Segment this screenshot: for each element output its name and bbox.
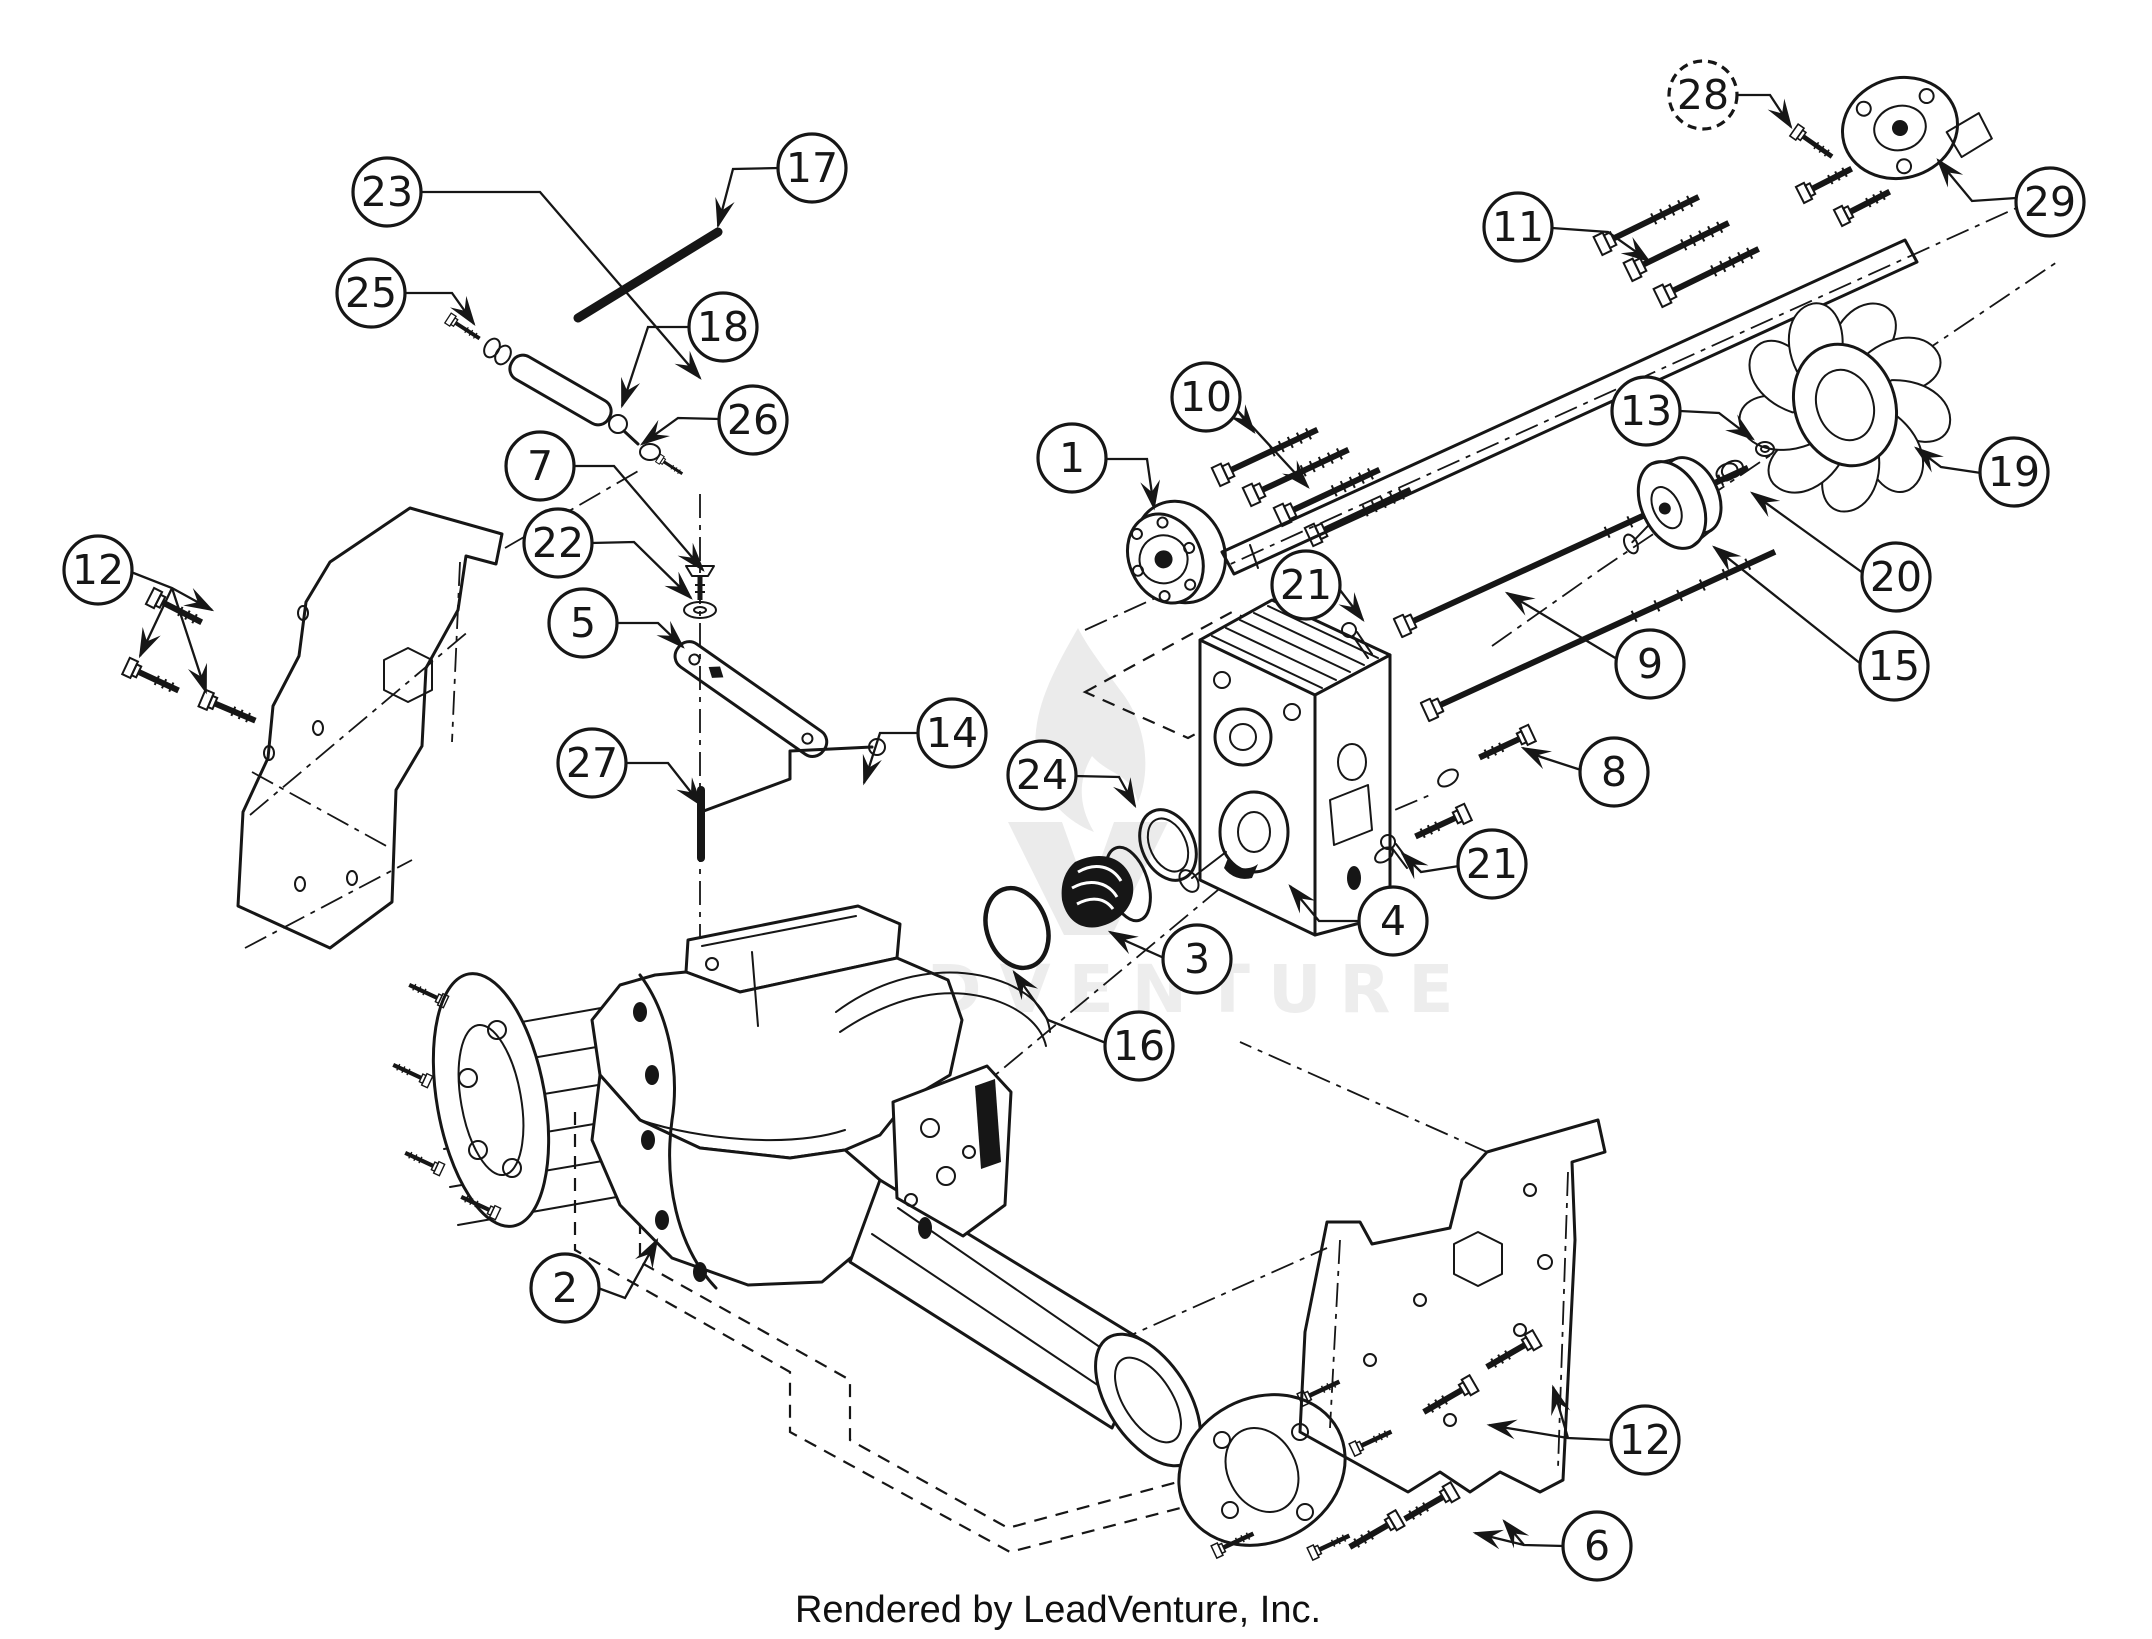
callout-balloon-12: 12 (1609, 1404, 1681, 1476)
washer-13 (1755, 441, 1775, 457)
pump-shaft (1220, 238, 1919, 576)
link-tube-23 (442, 311, 613, 427)
end-cap-screw-28 (1790, 124, 1836, 162)
svg-text:4: 4 (1380, 897, 1406, 945)
svg-text:3: 3 (1184, 935, 1210, 983)
pump-mounting-plate (891, 1064, 1013, 1239)
callout-balloon-12: 12 (62, 534, 134, 606)
svg-text:20: 20 (1870, 553, 1922, 601)
left-hub-flange (391, 972, 551, 1228)
axle-tube (848, 1178, 1152, 1430)
callout-balloon-6: 6 (1561, 1510, 1633, 1582)
svg-text:21: 21 (1280, 561, 1332, 609)
callout-balloon-19: 19 (1978, 436, 2050, 508)
svg-text:24: 24 (1016, 751, 1068, 799)
svg-text:12: 12 (72, 546, 124, 594)
svg-text:6: 6 (1584, 1522, 1610, 1570)
svg-text:28: 28 (1677, 71, 1729, 119)
callout-balloon-7: 7 (504, 430, 576, 502)
callout-balloon-14: 14 (916, 697, 988, 769)
cooling-fan-19 (1738, 302, 1952, 513)
callout-balloon-4: 4 (1357, 885, 1429, 957)
svg-text:13: 13 (1620, 387, 1672, 435)
shaft-bolts-11 (1594, 161, 1894, 307)
strap-plate-5 (673, 640, 829, 758)
svg-text:5: 5 (570, 599, 596, 647)
end-cap-29 (1790, 75, 1993, 181)
svg-text:16: 16 (1113, 1022, 1165, 1070)
callout-balloon-11: 11 (1482, 191, 1554, 263)
left-mounting-bracket (236, 506, 504, 950)
callout-balloon-29: 29 (2014, 166, 2086, 238)
svg-text:19: 19 (1988, 448, 2040, 496)
svg-text:27: 27 (566, 739, 618, 787)
bottom-screws-6 (1345, 1482, 1459, 1555)
svg-text:12: 12 (1619, 1416, 1671, 1464)
svg-text:7: 7 (527, 442, 553, 490)
callout-balloon-10: 10 (1170, 361, 1242, 433)
callout-balloon-18: 18 (687, 291, 759, 363)
callout-balloon-22: 22 (522, 507, 594, 579)
callout-balloon-1: 1 (1036, 422, 1108, 494)
callout-balloon-28: 28 (1667, 59, 1739, 131)
svg-text:14: 14 (926, 709, 978, 757)
transaxle-assembly (391, 904, 1395, 1574)
svg-text:11: 11 (1492, 203, 1544, 251)
svg-text:23: 23 (361, 168, 413, 216)
right-mounting-bracket (1298, 1118, 1607, 1494)
callout-balloon-16: 16 (1103, 1010, 1175, 1082)
fitting-25 (442, 311, 485, 346)
pulley-15 (1622, 456, 1723, 555)
svg-text:26: 26 (727, 396, 779, 444)
callout-balloon-25: 25 (335, 257, 407, 329)
mounting-plane-outline (1082, 610, 1338, 740)
callout-balloon-13: 13 (1610, 375, 1682, 447)
ball-joint-18-26 (608, 414, 687, 480)
bracket-hex-hole (383, 647, 433, 703)
footer-credit: Rendered by LeadVenture, Inc. (795, 1589, 1321, 1631)
svg-text:21: 21 (1466, 840, 1518, 888)
svg-text:22: 22 (532, 519, 584, 567)
callout-balloon-21: 21 (1456, 828, 1528, 900)
hydraulic-pump-4 (1178, 598, 1392, 937)
callout-balloon-5: 5 (547, 587, 619, 659)
oring-16 (983, 885, 1051, 971)
leader-lines (130, 93, 2017, 1550)
svg-text:18: 18 (697, 303, 749, 351)
svg-text:10: 10 (1180, 373, 1232, 421)
callout-balloon-15: 15 (1858, 630, 1930, 702)
svg-text:1: 1 (1059, 434, 1085, 482)
callout-balloon-2: 2 (529, 1252, 601, 1324)
nut-20 (1715, 459, 1744, 482)
callout-balloon-27: 27 (556, 727, 628, 799)
callout-balloon-21: 21 (1270, 549, 1342, 621)
svg-text:15: 15 (1868, 642, 1920, 690)
callout-balloon-23: 23 (351, 156, 423, 228)
callout-balloon-20: 20 (1860, 541, 1932, 613)
control-rod-17 (573, 227, 723, 323)
svg-text:2: 2 (552, 1264, 578, 1312)
callout-balloon-26: 26 (717, 384, 789, 456)
bracket-hex-hole (1453, 1231, 1503, 1287)
svg-text:29: 29 (2024, 178, 2076, 226)
washer-22 (683, 601, 717, 619)
svg-text:9: 9 (1637, 640, 1663, 688)
svg-text:25: 25 (345, 269, 397, 317)
callout-balloon-9: 9 (1614, 628, 1686, 700)
svg-text:17: 17 (786, 144, 838, 192)
left-bracket-screws (122, 588, 259, 729)
callout-balloon-17: 17 (776, 132, 848, 204)
filter-cone-3 (1061, 845, 1152, 928)
callout-balloon-24: 24 (1006, 739, 1078, 811)
bent-rod-27-14 (697, 738, 886, 862)
callout-balloon-8: 8 (1578, 736, 1650, 808)
gasket-24 (1138, 808, 1198, 882)
right-bracket-screws (1419, 1330, 1541, 1420)
callout-balloon-3: 3 (1161, 923, 1233, 995)
svg-text:8: 8 (1601, 748, 1627, 796)
